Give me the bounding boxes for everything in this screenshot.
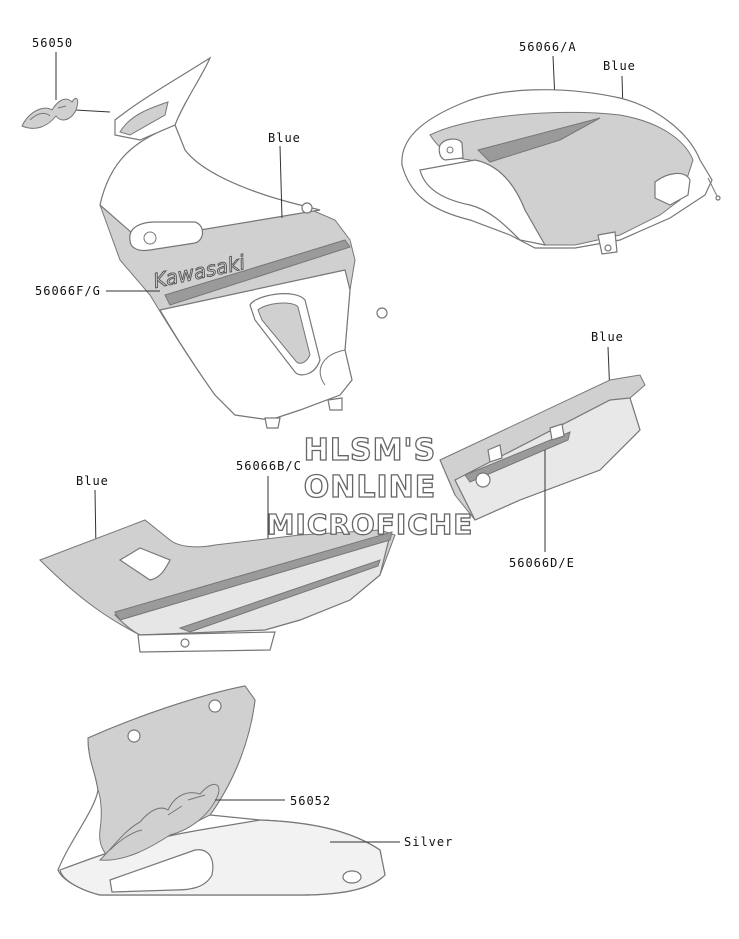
part-label-56066BC[interactable]: 56066B/C xyxy=(236,459,302,473)
part-label-56066FG[interactable]: 56066F/G xyxy=(35,284,101,298)
silver-label: Silver xyxy=(404,835,453,849)
part-label-56066A[interactable]: 56066/A xyxy=(519,40,577,54)
side-panel-blue-label: Blue xyxy=(591,330,624,344)
watermark-line-2: ONLINE xyxy=(304,470,437,505)
watermark-line-1: HLSM'S xyxy=(304,433,436,468)
lower-side-fairing[interactable] xyxy=(39,519,396,653)
upper-blue-leader xyxy=(279,145,283,219)
part-label-56052[interactable]: 56052 xyxy=(290,794,331,808)
upper-fairing[interactable] xyxy=(99,56,388,429)
part-label-56066DE[interactable]: 56066D/E xyxy=(509,556,575,570)
ninja-emblem-small[interactable] xyxy=(21,97,79,129)
side-panel[interactable] xyxy=(439,374,646,521)
tank-blue-label: Blue xyxy=(603,59,636,73)
part-label-56050[interactable]: 56050 xyxy=(32,36,73,50)
upper-fairing-blue-label: Blue xyxy=(268,131,301,145)
belly-pan[interactable] xyxy=(57,685,386,896)
56050-leader-h xyxy=(74,109,111,113)
fuel-tank[interactable] xyxy=(401,89,721,255)
watermark-line-3: MICROFICHE xyxy=(267,508,474,541)
lower-fairing-blue-label: Blue xyxy=(76,474,109,488)
